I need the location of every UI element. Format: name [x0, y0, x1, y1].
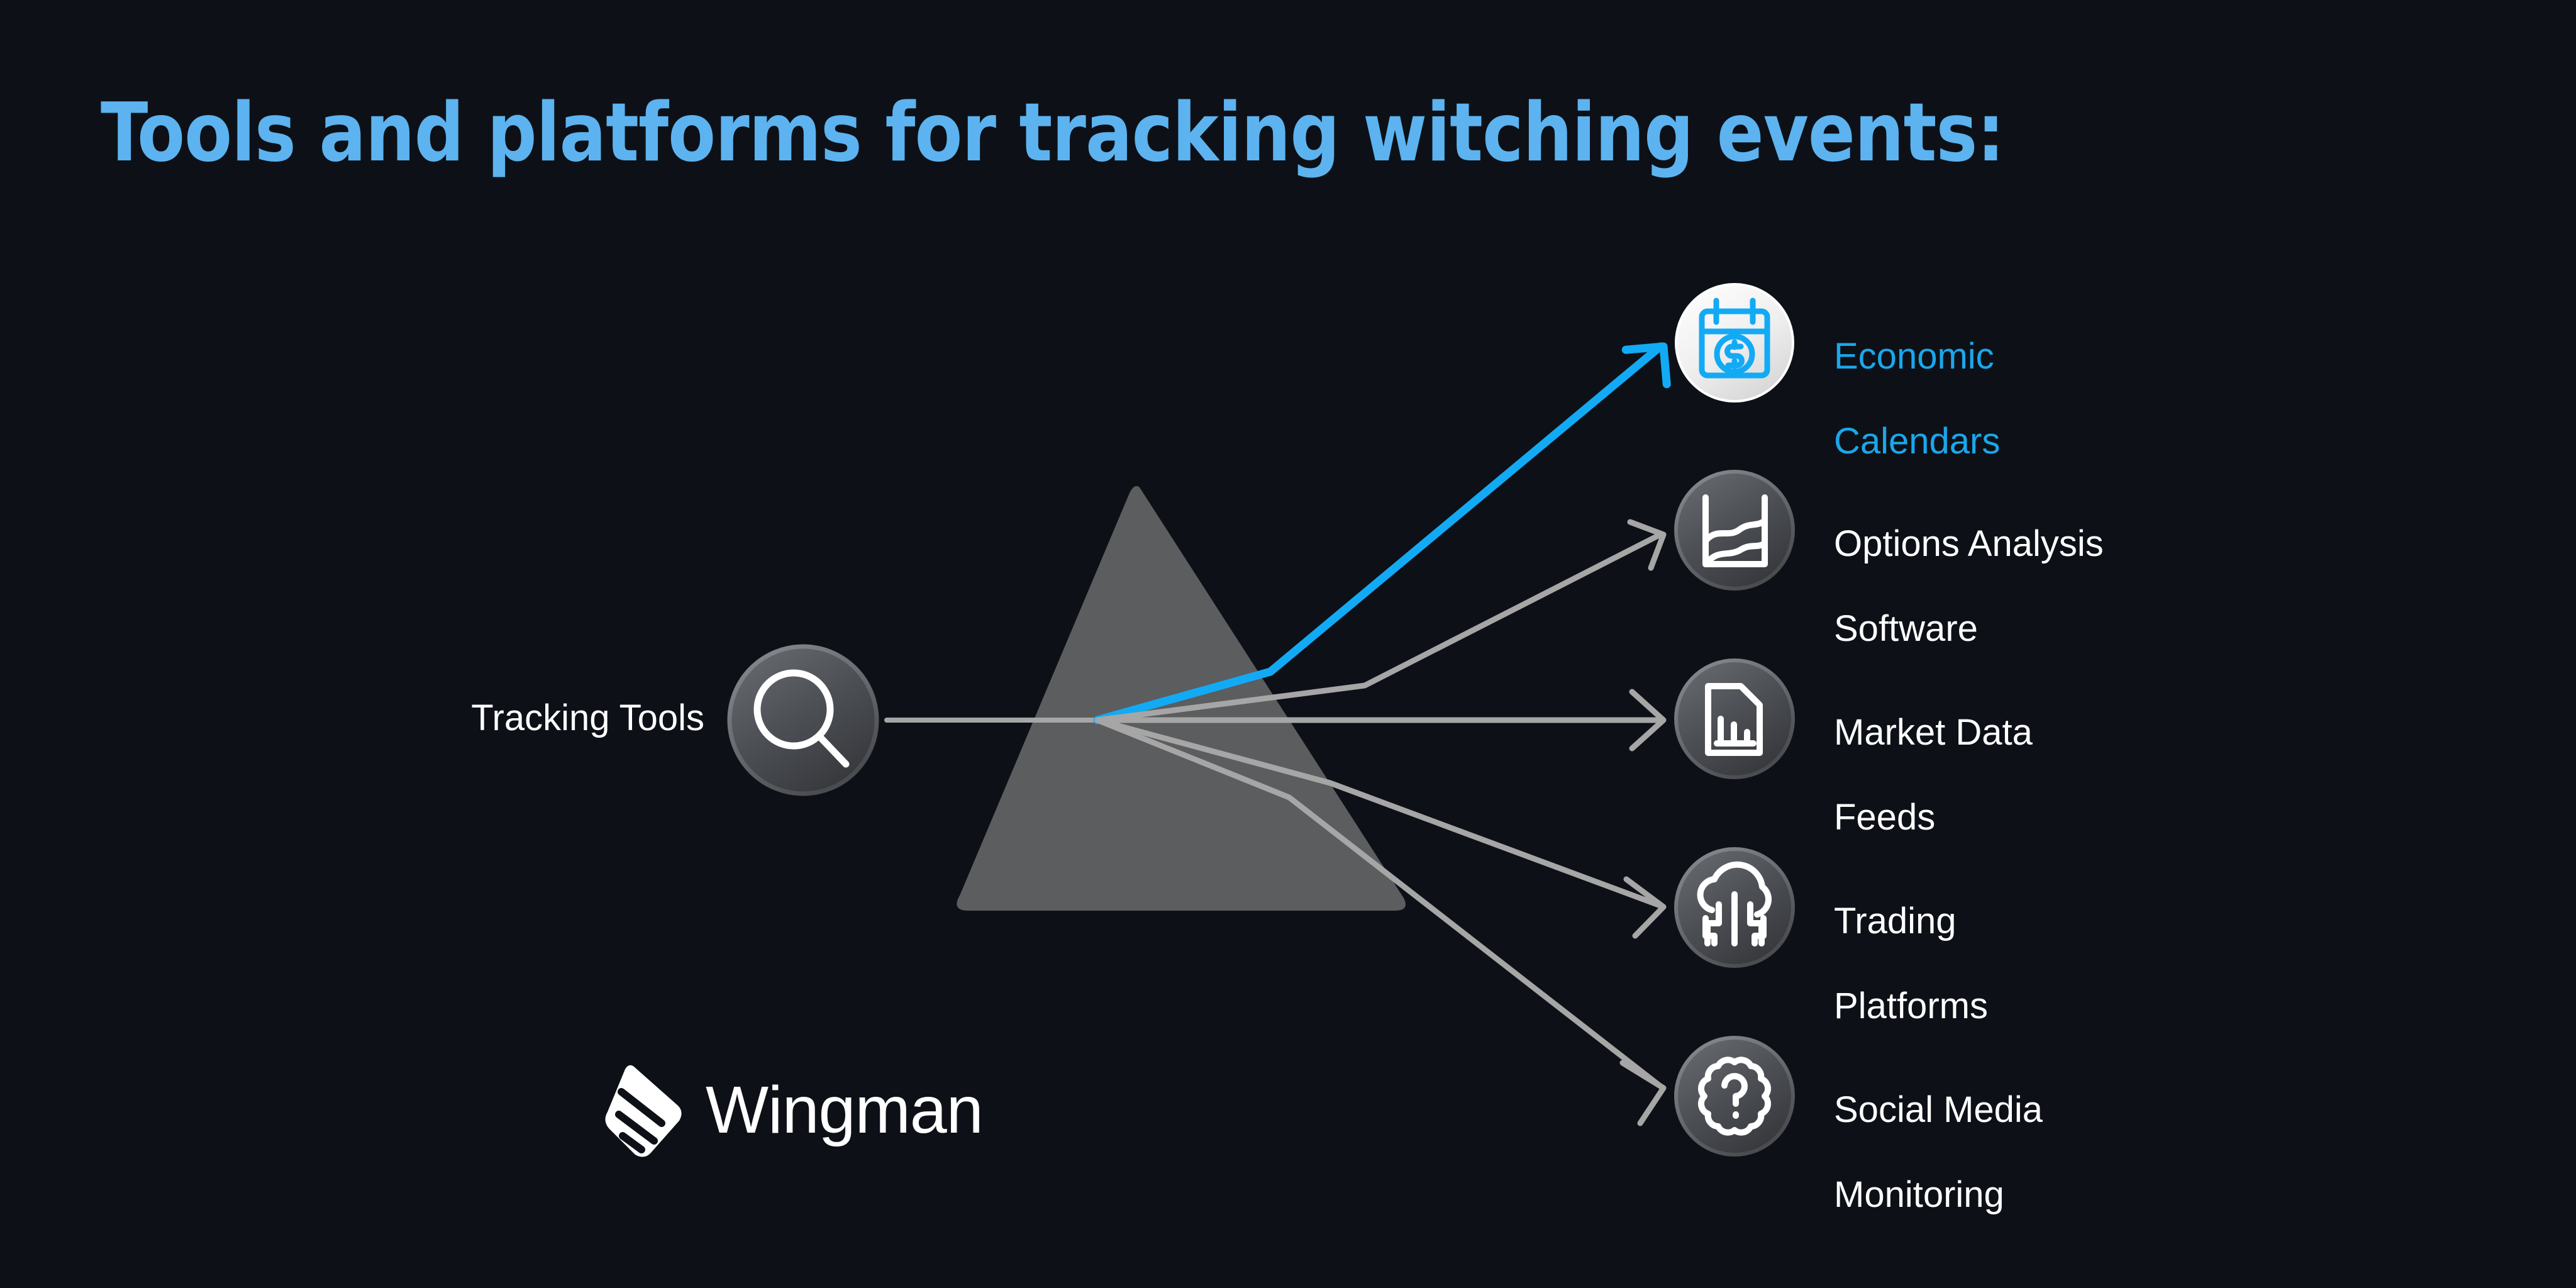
calendar-dollar-icon [1699, 297, 1770, 379]
node-label-line-2: Software [1834, 608, 1978, 649]
node-social-media-monitoring[interactable] [1674, 1036, 1795, 1157]
arrowhead-market-data-feeds [1629, 689, 1667, 752]
brand-logo: Wingman [604, 1063, 984, 1157]
node-label-line-2: Platforms [1834, 985, 1988, 1026]
node-label-line-2: Calendars [1834, 420, 2001, 462]
magnifier-icon [753, 669, 850, 768]
ray-economic-calendars [1093, 342, 1665, 724]
ray-social-media-monitoring [1094, 717, 1663, 1089]
cloud-network-icon [1697, 861, 1772, 947]
arrowhead-options-analysis [1627, 519, 1667, 571]
brand-name: Wingman [706, 1073, 984, 1147]
node-label-line-1: Social Media [1834, 1089, 2043, 1131]
wingman-logo-icon [605, 1065, 682, 1157]
source-circle[interactable] [727, 644, 879, 796]
node-market-data-feeds[interactable] [1674, 658, 1795, 779]
arrowhead-trading-platforms [1623, 876, 1667, 939]
node-label-line-1: Economic [1834, 336, 1994, 377]
ray-options-analysis [1094, 531, 1663, 723]
node-label-market-data-feeds[interactable]: Market Data Feeds [1834, 669, 2033, 880]
document-bar-chart-icon [1705, 683, 1763, 756]
node-label-line-2: Feeds [1834, 796, 1936, 838]
node-label-line-1: Market Data [1834, 712, 2033, 753]
arrowhead-social-media-monitoring [1619, 1060, 1667, 1126]
node-label-social-media-monitoring[interactable]: Social Media Monitoring [1834, 1046, 2043, 1258]
source-label: Tracking Tools [471, 697, 704, 738]
thought-bubble-question-icon [1697, 1057, 1772, 1136]
node-options-analysis[interactable] [1674, 470, 1795, 591]
node-label-line-1: Trading [1834, 901, 1957, 942]
page-title: Tools and platforms for tracking witchin… [101, 86, 2005, 180]
source-node[interactable] [727, 644, 879, 796]
node-label-options-analysis[interactable]: Options Analysis Software [1834, 480, 2104, 692]
arrowhead-economic-calendars [1621, 342, 1671, 389]
node-label-line-2: Monitoring [1834, 1174, 2004, 1215]
line-chart-icon [1702, 494, 1768, 567]
node-label-trading-platforms[interactable]: Trading Platforms [1834, 858, 1988, 1069]
node-circle-market-data-feeds[interactable] [1674, 658, 1795, 779]
node-label-economic-calendars[interactable]: Economic Calendars [1834, 293, 2000, 504]
ray-trading-platforms [1094, 717, 1663, 909]
node-trading-platforms[interactable] [1674, 847, 1795, 968]
node-economic-calendars[interactable] [1675, 283, 1794, 402]
node-label-line-1: Options Analysis [1834, 523, 2104, 565]
